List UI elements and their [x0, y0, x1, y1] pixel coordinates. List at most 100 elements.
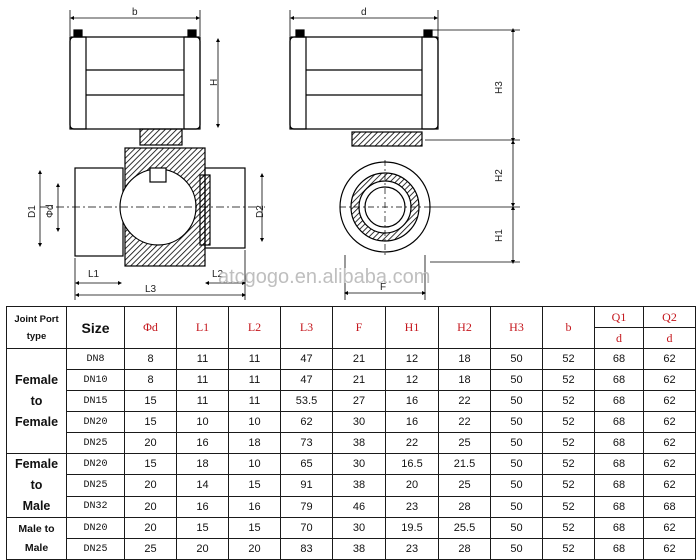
- col-header-h2: H2: [438, 306, 491, 349]
- col-header-b: b: [542, 306, 595, 349]
- size-cell: DN32: [66, 495, 125, 519]
- value-cell: 23: [385, 538, 439, 560]
- value-cell: 50: [490, 432, 543, 454]
- valve-body-section: [40, 147, 265, 267]
- joint-type-line: Male: [24, 541, 49, 554]
- value-cell: 73: [280, 432, 333, 454]
- value-cell: 30: [332, 452, 386, 476]
- value-cell: 20: [124, 517, 177, 539]
- value-cell: 52: [542, 538, 595, 560]
- value-cell: 62: [643, 348, 696, 370]
- dim-h1-label: H1: [494, 229, 505, 242]
- value-cell: 52: [542, 495, 595, 519]
- value-cell: 52: [542, 411, 595, 433]
- value-cell: 15: [176, 517, 229, 539]
- value-cell: 38: [332, 538, 386, 560]
- value-cell: 91: [280, 474, 333, 497]
- value-cell: 50: [490, 517, 543, 539]
- dim-d1-label: D1: [27, 205, 38, 218]
- value-cell: 15: [124, 452, 177, 476]
- value-cell: 62: [280, 411, 333, 433]
- value-cell: 62: [643, 432, 696, 454]
- joint-port-line1: Joint Port: [14, 313, 59, 325]
- value-cell: 70: [280, 517, 333, 539]
- value-cell: 68: [594, 452, 644, 476]
- col-header-phid: Φd: [124, 306, 177, 349]
- value-cell: 68: [594, 474, 644, 497]
- size-cell: DN25: [66, 432, 125, 454]
- col-header-l3: L3: [280, 306, 333, 349]
- value-cell: 25: [438, 474, 491, 497]
- size-cell: DN20: [66, 452, 125, 476]
- value-cell: 8: [124, 369, 177, 391]
- value-cell: 11: [176, 348, 229, 370]
- value-cell: 11: [228, 369, 281, 391]
- col-header-l1: L1: [176, 306, 229, 349]
- joint-type-line: Female: [14, 457, 59, 471]
- value-cell: 65: [280, 452, 333, 476]
- col-header-l2: L2: [228, 306, 281, 349]
- value-cell: 20: [176, 538, 229, 560]
- actuator-front-view: [289, 29, 439, 147]
- value-cell: 28: [438, 495, 491, 519]
- size-cell: DN20: [66, 517, 125, 539]
- value-cell: 50: [490, 390, 543, 412]
- value-cell: 18: [438, 348, 491, 370]
- value-cell: 25: [124, 538, 177, 560]
- technical-drawing: b H d H3 H2 H1 D1 Φd D2 L1 L2 L3 F atcgo…: [27, 7, 520, 300]
- size-cell: DN8: [66, 348, 125, 370]
- value-cell: 68: [594, 348, 644, 370]
- value-cell: 52: [542, 369, 595, 391]
- value-cell: 20: [228, 538, 281, 560]
- value-cell: 20: [385, 474, 439, 497]
- value-cell: 52: [542, 390, 595, 412]
- joint-type-line: Male: [22, 499, 51, 513]
- value-cell: 19.5: [385, 517, 439, 539]
- value-cell: 68: [594, 369, 644, 391]
- size-cell: DN10: [66, 369, 125, 391]
- value-cell: 62: [643, 390, 696, 412]
- value-cell: 18: [438, 369, 491, 391]
- value-cell: 68: [594, 538, 644, 560]
- col-header-h3: H3: [490, 306, 543, 349]
- joint-type-line: Female: [14, 372, 59, 387]
- dim-l1-label: L1: [88, 269, 100, 280]
- value-cell: 50: [490, 452, 543, 476]
- size-cell: DN15: [66, 390, 125, 412]
- value-cell: 16: [176, 432, 229, 454]
- watermark: atcgogo.en.alibaba.com: [218, 266, 430, 288]
- col-header-q1: Q1: [594, 306, 644, 328]
- value-cell: 11: [228, 348, 281, 370]
- value-cell: 53.5: [280, 390, 333, 412]
- value-cell: 38: [332, 474, 386, 497]
- col-sub-q2: d: [643, 327, 696, 349]
- value-cell: 50: [490, 348, 543, 370]
- value-cell: 83: [280, 538, 333, 560]
- dim-d-label: d: [361, 7, 367, 18]
- size-cell: DN20: [66, 411, 125, 433]
- value-cell: 52: [542, 348, 595, 370]
- joint-port-header: Joint Port type: [6, 306, 67, 349]
- joint-type-line: to: [30, 393, 43, 408]
- value-cell: 50: [490, 411, 543, 433]
- value-cell: 47: [280, 369, 333, 391]
- value-cell: 22: [385, 432, 439, 454]
- value-cell: 52: [542, 432, 595, 454]
- dim-l3-label: L3: [145, 284, 157, 295]
- value-cell: 16: [228, 495, 281, 519]
- value-cell: 22: [438, 390, 491, 412]
- value-cell: 20: [124, 495, 177, 519]
- joint-type-line: Female: [14, 414, 59, 429]
- value-cell: 21: [332, 369, 386, 391]
- value-cell: 68: [594, 390, 644, 412]
- value-cell: 25: [438, 432, 491, 454]
- dim-f-label: F: [380, 282, 386, 293]
